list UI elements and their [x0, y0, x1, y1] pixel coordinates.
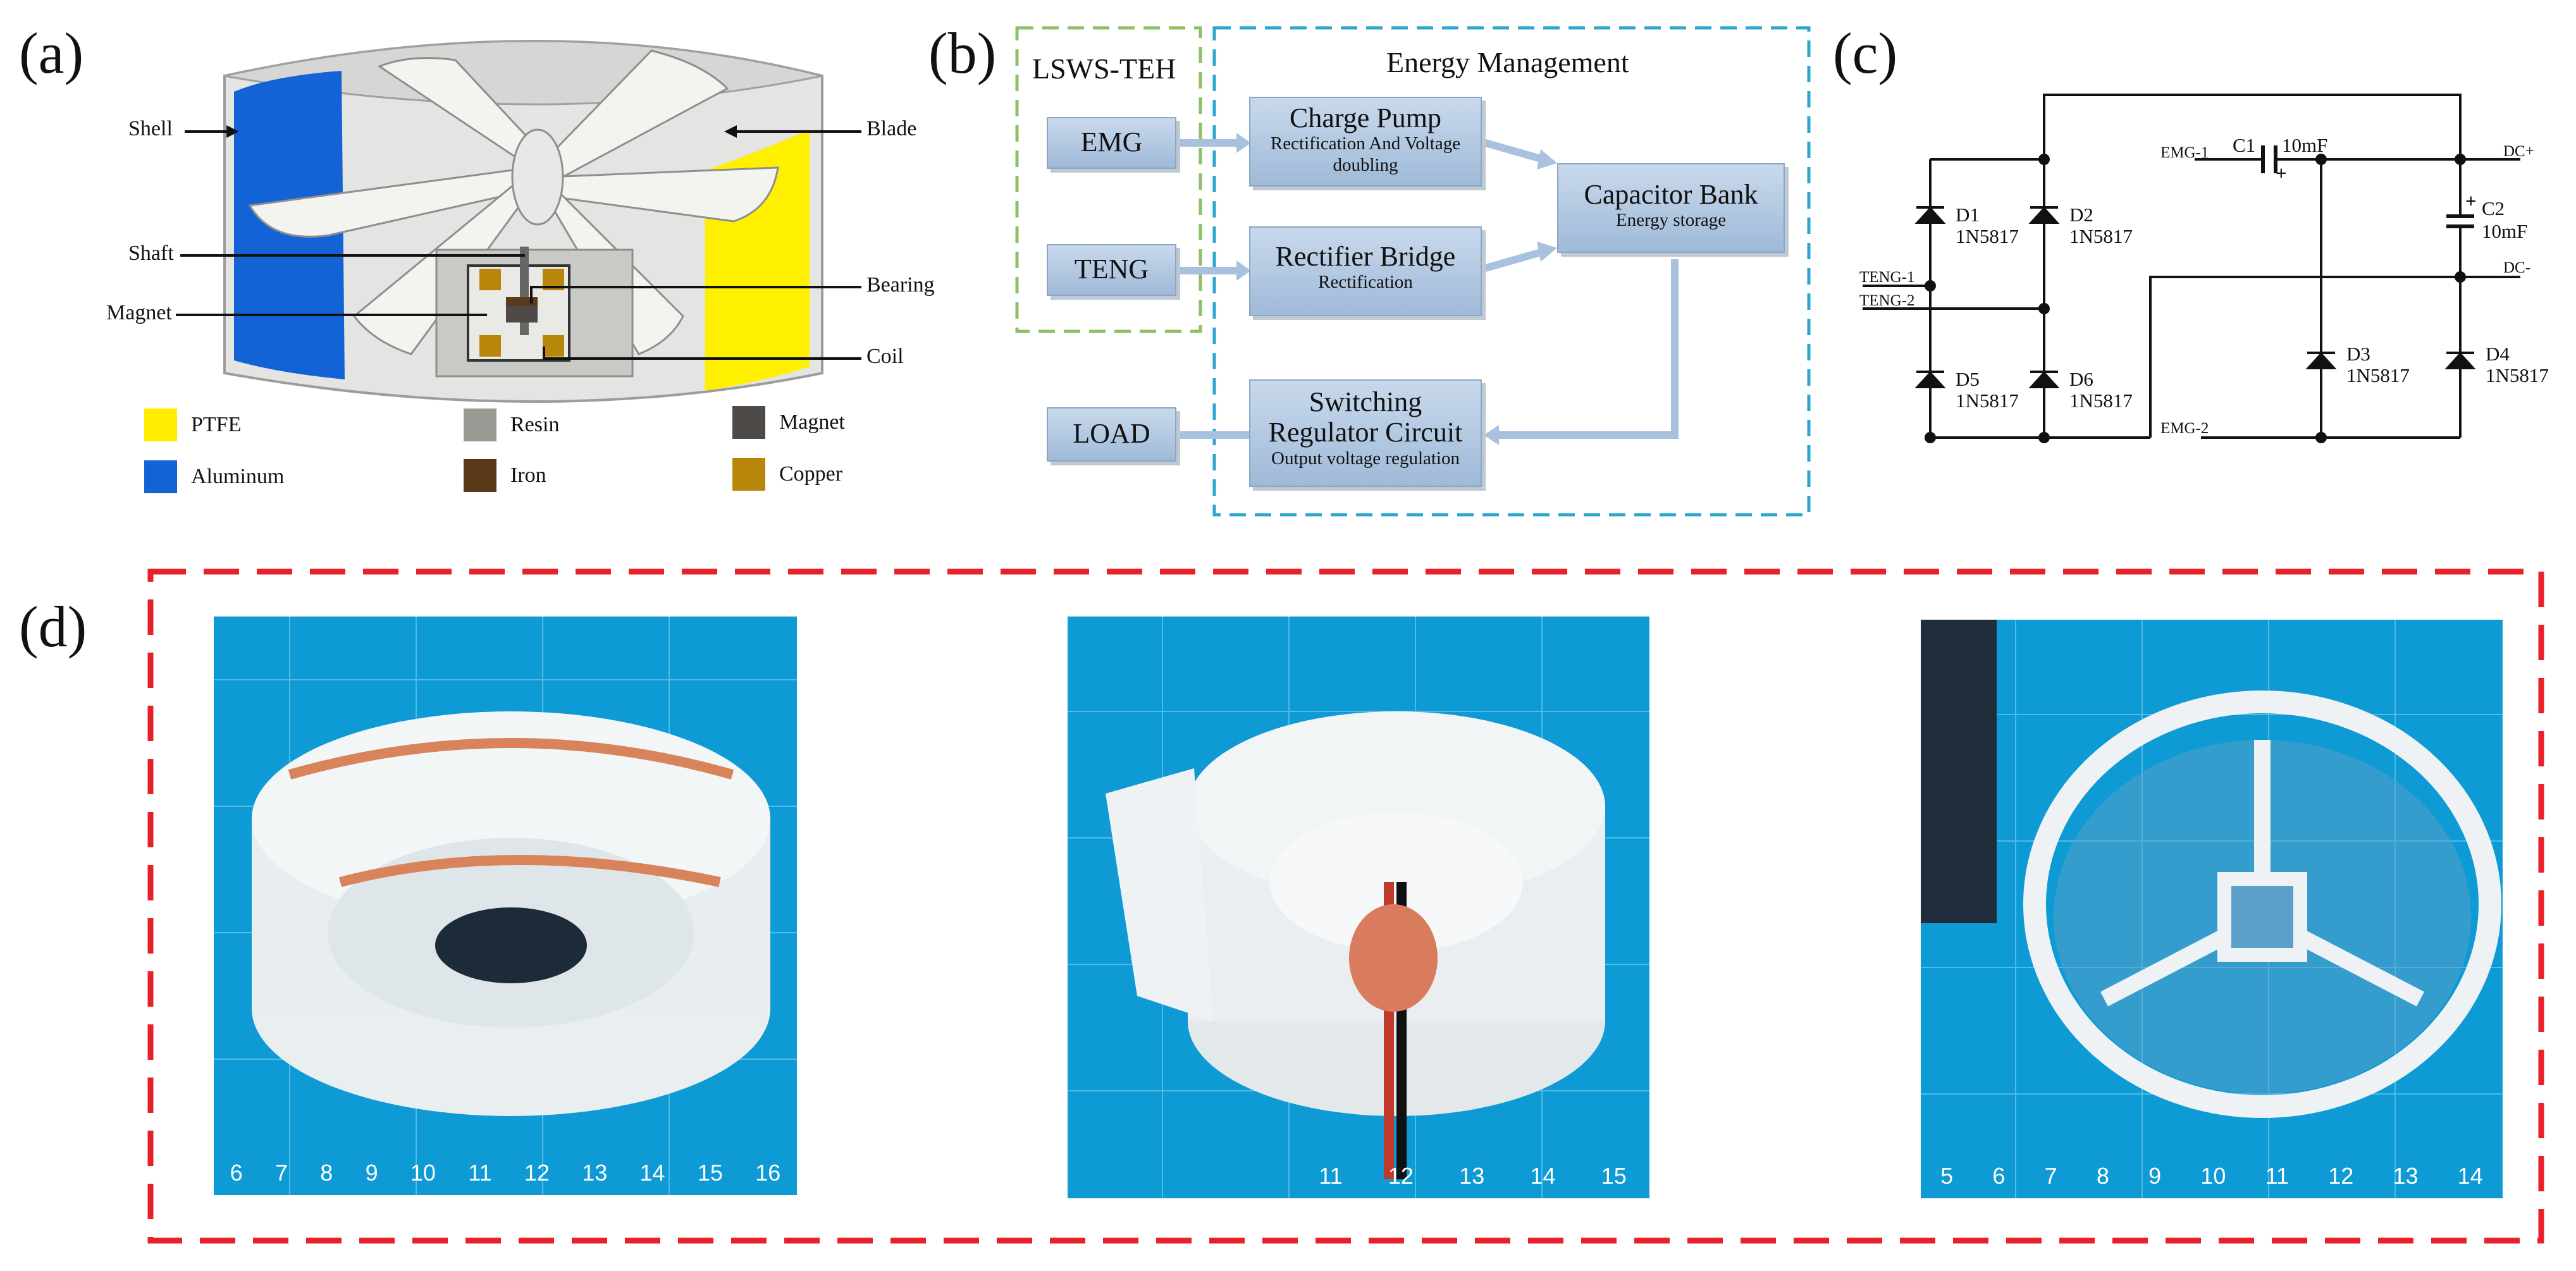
block-rectifier-title: Rectifier Bridge	[1275, 241, 1456, 272]
legend-item-ptfe: PTFE	[144, 407, 241, 443]
panel-label-b: (b)	[928, 21, 997, 85]
block-regulator-title2: Regulator Circuit	[1268, 417, 1463, 448]
panel-label-c: (c)	[1833, 21, 1898, 85]
legend-swatch-ptfe	[144, 408, 177, 441]
label-d3: D3	[2346, 343, 2370, 365]
label-emg2: EMG-2	[2160, 420, 2209, 437]
block-charge-pump: Charge Pump Rectification And Voltage do…	[1249, 97, 1482, 187]
legend-item-copper: Copper	[732, 457, 842, 492]
legend-label: Resin	[510, 413, 560, 436]
label-d5: D5	[1956, 368, 1980, 390]
legend-label: Aluminum	[191, 465, 285, 488]
block-charge-pump-title: Charge Pump	[1290, 102, 1441, 133]
legend-item-magnet: Magnet	[732, 405, 845, 440]
label-magnet: Magnet	[106, 301, 172, 324]
legend-label: Copper	[779, 462, 843, 486]
group-label-energy-management: Energy Management	[1386, 46, 1629, 78]
block-regulator-sub: Output voltage regulation	[1271, 448, 1460, 469]
legend-swatch-copper	[732, 458, 765, 491]
label-blade: Blade	[866, 117, 917, 140]
block-charge-pump-sub1: Rectification And Voltage	[1270, 133, 1461, 154]
label-c1-plus: +	[2276, 162, 2287, 184]
legend-swatch-resin	[464, 408, 496, 441]
block-emg-label: EMG	[1080, 126, 1143, 157]
block-capacitor-bank: Capacitor Bank Energy storage	[1557, 163, 1785, 253]
label-c1-value: 10mF	[2282, 134, 2328, 156]
label-c2: C2	[2482, 197, 2505, 219]
label-d1: D1	[1956, 204, 1980, 226]
label-dc-plus: DC+	[2503, 143, 2534, 160]
block-teng-label: TENG	[1074, 254, 1149, 285]
label-shaft: Shaft	[128, 242, 174, 265]
label-d5-part: 1N5817	[1956, 390, 2019, 412]
legend-label: Magnet	[779, 410, 845, 434]
label-d1-part: 1N5817	[1956, 225, 2019, 247]
label-d3-part: 1N5817	[2346, 364, 2410, 386]
block-load: LOAD	[1047, 407, 1176, 462]
label-bearing: Bearing	[866, 273, 935, 297]
legend-item-resin: Resin	[464, 407, 559, 443]
label-coil: Coil	[866, 345, 904, 368]
legend-swatch-aluminum	[144, 460, 177, 493]
block-charge-pump-sub2: doubling	[1333, 154, 1398, 175]
label-d2: D2	[2069, 204, 2093, 226]
legend-item-iron: Iron	[464, 458, 546, 493]
block-teng: TENG	[1047, 244, 1176, 296]
label-shell: Shell	[128, 117, 173, 140]
legend-swatch-magnet	[732, 406, 765, 439]
block-rectifier-sub: Rectification	[1318, 272, 1413, 293]
label-d6-part: 1N5817	[2069, 390, 2133, 412]
legend-label: Iron	[510, 464, 546, 487]
panel-label-a: (a)	[19, 21, 84, 85]
label-c2-value: 10mF	[2482, 220, 2528, 242]
label-c2-plus: +	[2465, 190, 2477, 212]
energy-management-group-border	[1212, 26, 1811, 517]
label-d2-part: 1N5817	[2069, 225, 2133, 247]
hub	[511, 128, 564, 226]
panel-label-d: (d)	[19, 594, 87, 659]
label-d4-part: 1N5817	[2486, 364, 2549, 386]
block-load-label: LOAD	[1073, 418, 1150, 449]
label-d6: D6	[2069, 368, 2093, 390]
block-switching-regulator: Switching Regulator Circuit Output volta…	[1249, 379, 1482, 487]
label-teng1: TENG-1	[1859, 269, 1915, 286]
panel-d-border	[147, 568, 2544, 1244]
legend-swatch-iron	[464, 459, 496, 492]
block-rectifier-bridge: Rectifier Bridge Rectification	[1249, 226, 1482, 316]
legend-item-aluminum: Aluminum	[144, 459, 284, 494]
diode-symbols	[1914, 206, 2476, 388]
group-label-lsws-teh: LSWS-TEH	[1032, 52, 1176, 85]
label-emg1: EMG-1	[2160, 144, 2209, 161]
block-emg: EMG	[1047, 117, 1176, 169]
label-c1: C1	[2233, 134, 2256, 156]
block-regulator-title1: Switching	[1309, 386, 1422, 417]
label-dc-minus: DC-	[2503, 259, 2531, 276]
label-teng2: TENG-2	[1859, 292, 1915, 309]
block-capacitor-sub: Energy storage	[1615, 210, 1727, 231]
legend-label: PTFE	[191, 413, 242, 436]
block-capacitor-title: Capacitor Bank	[1584, 179, 1758, 210]
label-d4: D4	[2486, 343, 2510, 365]
lsws-teh-group-border	[1015, 26, 1202, 333]
